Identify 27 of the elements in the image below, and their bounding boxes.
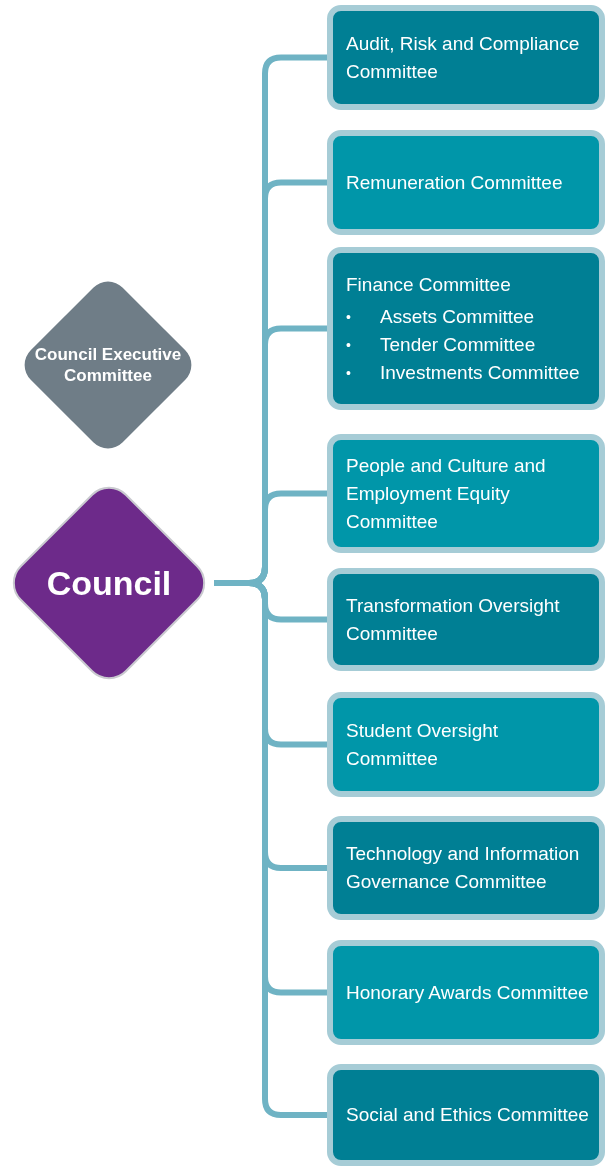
committee-name: Transformation Oversight Committee [346,593,561,646]
subcommittee-item: Investments Committee [380,360,581,385]
committee-box [327,940,605,1045]
committee-box [327,247,605,410]
committee-name: Audit, Risk and Compliance Committee [346,31,581,84]
bullet-marker: • [346,363,351,383]
subcommittee-item: Assets Committee [380,304,536,329]
subcommittee-item: Tender Committee [380,332,537,357]
bullet-marker: • [346,307,351,327]
committee-name: Honorary Awards Committee [346,980,590,1005]
committee-name: Social and Ethics Committee [346,1103,590,1127]
connector-line [214,580,327,1118]
committee-name: Remuneration Committee [346,170,564,195]
node-label: Council Executive Committee [33,343,183,387]
committee-box [327,816,605,920]
committee-name: People and Culture and Employment Equity Committee [346,453,547,534]
committee-box [327,692,605,797]
committee-box [327,130,605,235]
bullet-marker: • [346,335,351,355]
committee-box [327,434,605,553]
committee-box [327,568,605,671]
committee-box [327,1064,605,1166]
committee-name: Technology and Information Governance Committee [346,842,581,894]
node-label: Council [45,562,173,604]
committee-name: Student Oversight Committee [346,718,500,771]
committee-name: Finance Committee [346,272,512,297]
committee-box [327,5,605,110]
